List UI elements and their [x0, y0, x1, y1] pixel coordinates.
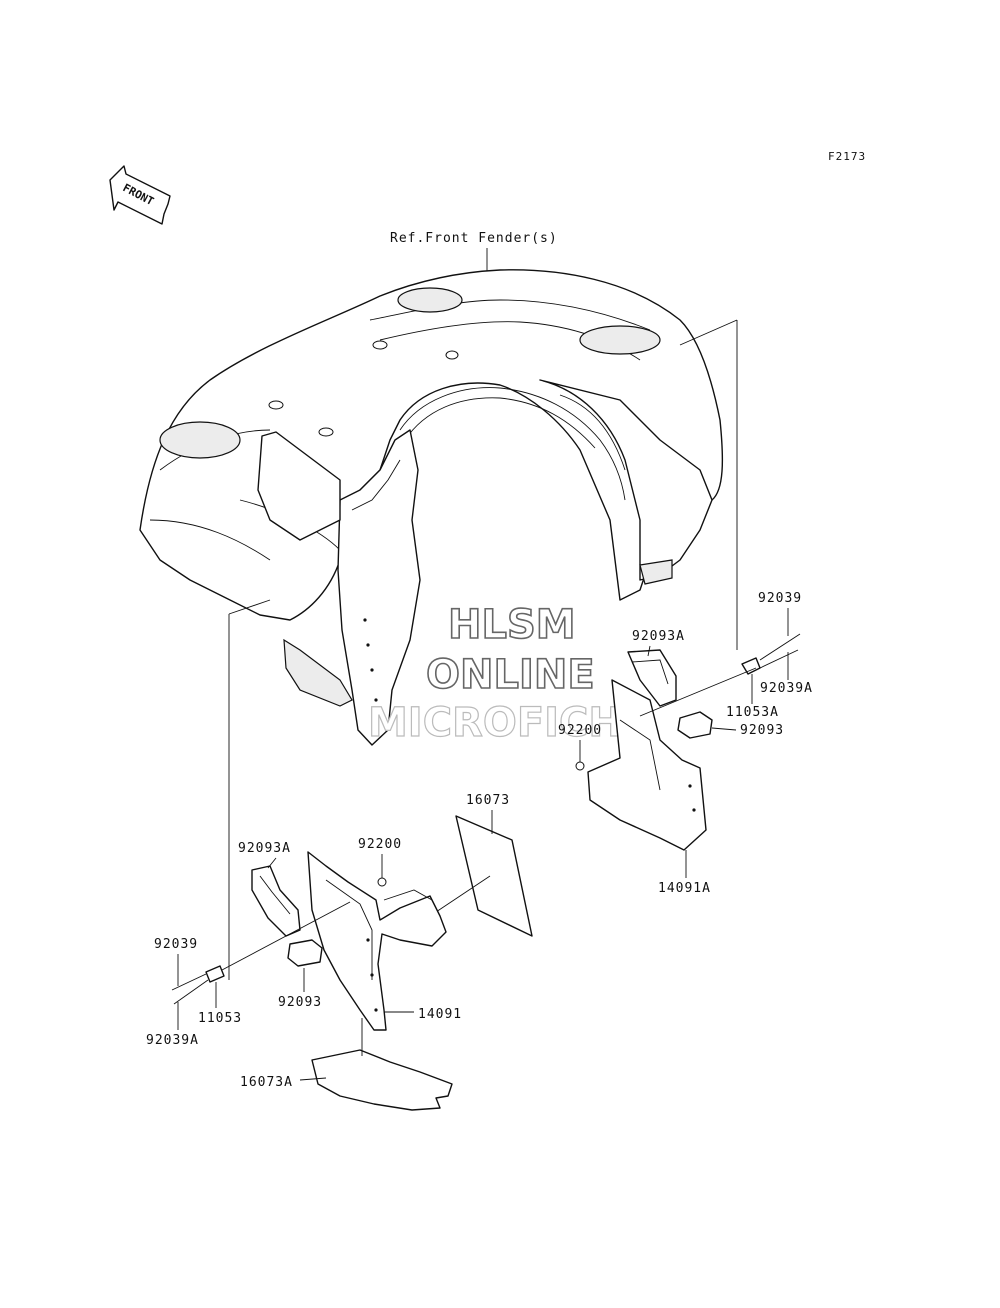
label-left-92093: 92093 [278, 995, 322, 1010]
panel-16073 [455, 815, 533, 937]
label-left-92039: 92039 [154, 937, 198, 952]
panel-16073A [311, 1049, 453, 1111]
watermark-line1: HLSM [448, 602, 576, 648]
label-right-14091A: 14091A [658, 881, 711, 896]
label-right-92039: 92039 [758, 591, 802, 606]
right-block-92093 [677, 711, 713, 739]
watermark-line3: MICROFICHE [368, 700, 649, 746]
label-right-92093: 92093 [740, 723, 784, 738]
left-mud-flap [307, 851, 447, 1031]
right-bracket-11053A [741, 633, 801, 675]
front-arrow-icon: FRONT [109, 165, 171, 225]
label-right-92093A: 92093A [632, 629, 685, 644]
left-bracket-11053 [171, 965, 225, 1005]
right-mud-flap [587, 679, 707, 851]
left-grommet-92200 [377, 877, 387, 887]
reference-label: Ref.Front Fender(s) [390, 231, 558, 246]
label-left-92200: 92200 [358, 837, 402, 852]
label-right-92039A: 92039A [760, 681, 813, 696]
label-right-11053A: 11053A [726, 705, 779, 720]
label-left-14091: 14091 [418, 1007, 462, 1022]
label-left-92039A: 92039A [146, 1033, 199, 1048]
figure-code: F2173 [828, 150, 866, 163]
left-pad-92093A [251, 865, 301, 937]
right-pad-92093A [627, 649, 677, 707]
watermark: HLSM ONLINE MICROFICHE [367, 601, 649, 746]
right-grommet-92200 [575, 761, 585, 771]
rear-fender [139, 269, 724, 746]
label-right-92200: 92200 [558, 723, 602, 738]
label-16073A: 16073A [240, 1075, 293, 1090]
label-left-92093A: 92093A [238, 841, 291, 856]
left-block-92093 [287, 939, 323, 967]
label-left-11053: 11053 [198, 1011, 242, 1026]
label-16073: 16073 [466, 793, 510, 808]
watermark-line2: ONLINE [426, 652, 595, 698]
